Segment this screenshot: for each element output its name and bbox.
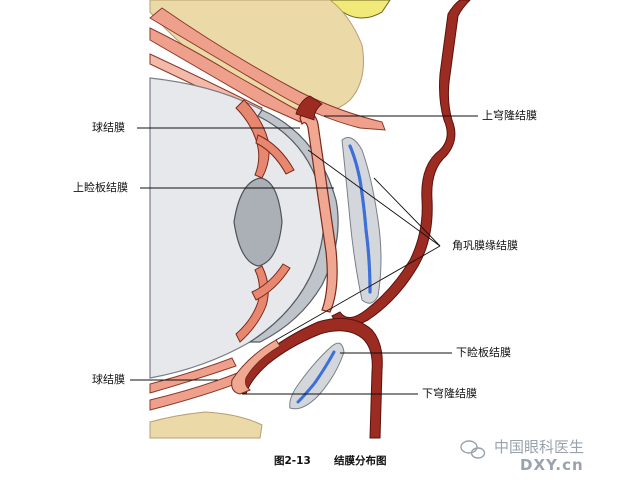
leader-limbal-3 xyxy=(275,245,441,341)
label-bulbar-conjunctiva-lower: 球结膜 xyxy=(92,373,125,386)
upper-tarsal-plate xyxy=(341,137,382,304)
superior-fornix-band xyxy=(295,95,323,121)
wechat-bubble-icon xyxy=(460,440,486,459)
leader-lines xyxy=(130,115,478,395)
leader-limbal-2 xyxy=(373,177,441,247)
figure-number: 图2-13 xyxy=(274,455,311,467)
inferior-fornix-conjunctiva xyxy=(231,339,281,395)
lens xyxy=(233,177,283,267)
iris-upper xyxy=(235,99,270,179)
eyelid-skin xyxy=(331,0,471,327)
lower-band-2 xyxy=(149,357,237,394)
figure-title: 结膜分布图 xyxy=(334,455,387,467)
leader-limbal-1 xyxy=(307,149,441,247)
label-upper-tarsal: 上睑板结膜 xyxy=(73,181,128,194)
label-bulbar-conjunctiva-upper: 球结膜 xyxy=(92,121,125,134)
label-inferior-fornix: 下穹隆结膜 xyxy=(422,387,477,400)
lower-tarsal-plate xyxy=(289,342,345,410)
upper-meibomian-gland xyxy=(348,144,372,294)
ciliary-lower xyxy=(251,263,291,301)
watermark-text: 中国眼科医生 xyxy=(494,438,585,456)
orbital-tissue-bottom xyxy=(149,411,263,439)
label-superior-fornix: 上穹隆结膜 xyxy=(482,109,537,122)
label-limbal: 角巩膜缘结膜 xyxy=(452,239,518,252)
levator-band-1 xyxy=(149,7,386,131)
label-lower-tarsal: 下睑板结膜 xyxy=(456,346,511,359)
watermark-site: DXY.cn xyxy=(520,456,584,474)
ciliary-upper xyxy=(255,134,295,175)
lower-meibomian-gland xyxy=(296,350,336,404)
